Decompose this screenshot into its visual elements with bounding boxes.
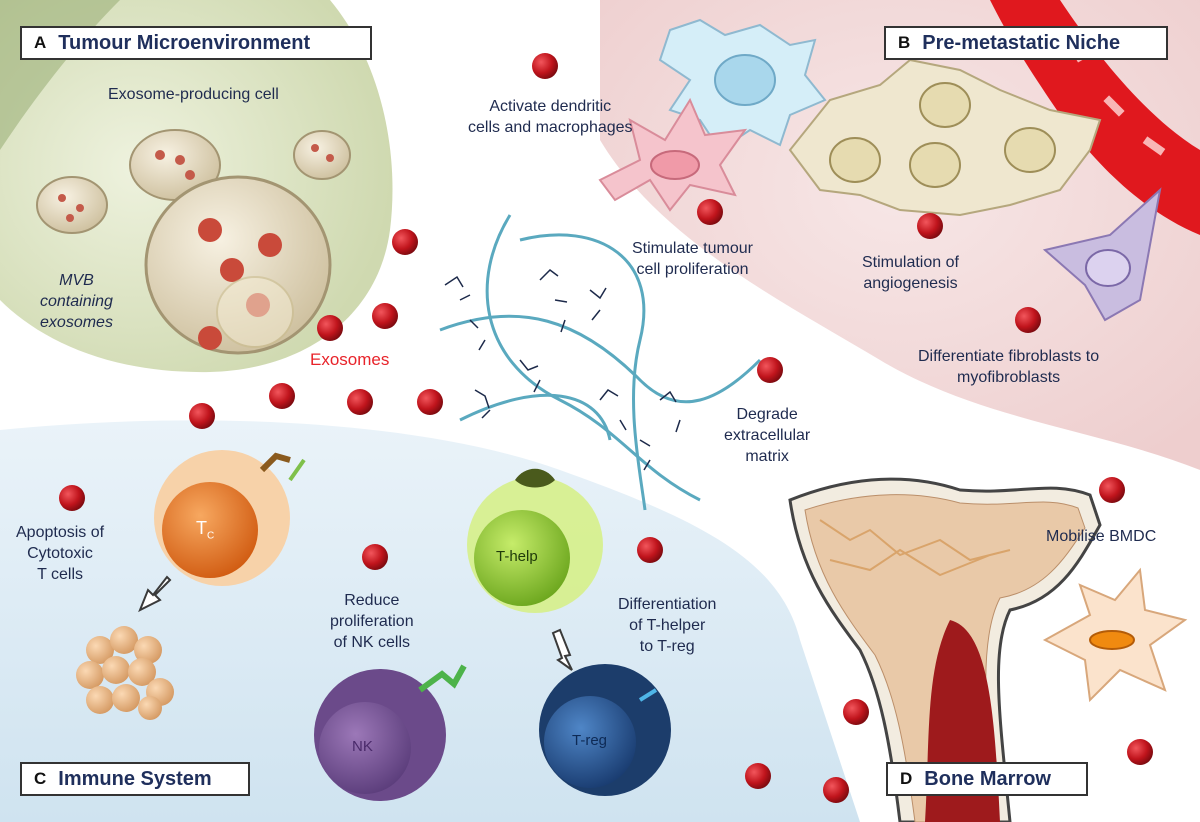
exosome-particle [317, 315, 343, 341]
panel-a-title: Tumour Microenvironment [58, 31, 311, 54]
reduce-nk-line-1: Reduce [344, 592, 400, 609]
exosome-particle [823, 777, 849, 803]
degrade-ecm-line-2: extracellular [724, 427, 811, 444]
cytotoxic-t-cell [154, 450, 306, 586]
mvb-label-line-1: MVB [59, 272, 94, 289]
reduce-nk-line-3: of NK cells [333, 634, 411, 651]
panel-b-label: B Pre-metastatic Niche [884, 26, 1168, 60]
exosome-particle [637, 537, 663, 563]
mvb-label-line-2: containing [40, 293, 113, 310]
tc-cell-label: TC [196, 518, 214, 542]
t-reg-cell [539, 664, 671, 796]
exosome-producing-cell [36, 129, 351, 355]
panel-d-title: Bone Marrow [924, 767, 1051, 790]
exosome-particle [347, 389, 373, 415]
stimulate-tumour-label: Stimulate tumour cell proliferation [632, 238, 753, 280]
tumour-cells [788, 58, 1102, 217]
fibroblasts-line-2: myofibroblasts [956, 369, 1061, 386]
nk-cell-label: NK [352, 738, 373, 755]
nk-cell [314, 664, 467, 801]
exosome-particle [917, 213, 943, 239]
exosome-particle [189, 403, 215, 429]
panel-a-label: A Tumour Microenvironment [20, 26, 372, 60]
panel-b-title: Pre-metastatic Niche [922, 31, 1121, 54]
panel-a-letter: A [34, 33, 47, 52]
exosome-particle [392, 229, 418, 255]
differentiation-line-2: of T-helper [629, 617, 706, 634]
degrade-ecm-label: Degrade extracellular matrix [724, 404, 810, 467]
angiogenesis-line-1: Stimulation of [862, 254, 959, 271]
stimulate-tumour-line-2: cell proliferation [636, 261, 749, 278]
exosome-particle [362, 544, 388, 570]
exosome-particle [1015, 307, 1041, 333]
t-helper-cell [467, 468, 603, 613]
exosome-producing-cell-label: Exosome-producing cell [108, 86, 279, 103]
differentiation-line-3: to T-reg [639, 638, 695, 655]
treg-cell-label: T-reg [572, 732, 608, 749]
exosome-particle [372, 303, 398, 329]
apoptosis-line-1: Apoptosis of [16, 524, 105, 541]
panel-c-letter: C [34, 769, 47, 788]
exosome-particle [59, 485, 85, 511]
fibroblast [1042, 187, 1162, 322]
bmdc-cell [1042, 567, 1188, 703]
mvb-label-line-3: exosomes [40, 314, 113, 331]
angiogenesis-label: Stimulation of angiogenesis [862, 252, 959, 294]
apoptosis-line-2: Cytotoxic [27, 545, 93, 562]
exosomes-label: Exosomes [310, 350, 390, 369]
exosome-particle [1127, 739, 1153, 765]
exosome-particle [532, 53, 558, 79]
macrophage [598, 97, 748, 212]
exosome-particle [697, 199, 723, 225]
stimulate-tumour-line-1: Stimulate tumour [632, 240, 753, 257]
degrade-ecm-line-1: Degrade [736, 406, 798, 423]
fibroblasts-line-1: Differentiate fibroblasts to [918, 348, 1100, 365]
arrow-tc-apoptosis [138, 575, 172, 613]
mvb-label: MVB containing exosomes [40, 270, 113, 333]
exosome-particle [1099, 477, 1125, 503]
exosome-particle [757, 357, 783, 383]
tc-cell-sub: C [207, 530, 215, 542]
panel-c-title: Immune System [58, 767, 212, 790]
dendritic-cell [658, 18, 827, 152]
exosome-particle [745, 763, 771, 789]
panel-d-letter: D [900, 769, 913, 788]
fibroblasts-label: Differentiate fibroblasts to myofibrobla… [918, 346, 1099, 388]
exosome-particle [843, 699, 869, 725]
reduce-nk-line-2: proliferation [330, 613, 414, 630]
exosome-particle [269, 383, 295, 409]
apoptosis-label: Apoptosis of Cytotoxic T cells [16, 522, 104, 585]
thelp-cell-label: T-help [496, 548, 538, 565]
reduce-nk-label: Reduce proliferation of NK cells [330, 590, 414, 653]
matrix-branches [444, 269, 681, 471]
tc-cell-letter: T [196, 518, 207, 538]
panel-d-label: D Bone Marrow [886, 762, 1088, 796]
activate-dc-label: Activate dendritic cells and macrophages [468, 96, 633, 138]
activate-dc-line-1: Activate dendritic [489, 98, 612, 115]
differentiation-line-1: Differentiation [618, 596, 717, 613]
exosome-particle [417, 389, 443, 415]
differentiation-label: Differentiation of T-helper to T-reg [618, 594, 716, 657]
degrade-ecm-line-3: matrix [745, 448, 789, 465]
apoptotic-body [76, 626, 174, 720]
mobilise-label: Mobilise BMDC [1046, 528, 1157, 545]
activate-dc-line-2: cells and macrophages [468, 119, 633, 136]
apoptosis-line-3: T cells [37, 566, 83, 583]
angiogenesis-line-2: angiogenesis [863, 275, 958, 292]
arrow-thelp-treg [551, 628, 573, 671]
panel-b-letter: B [898, 33, 911, 52]
panel-c-label: C Immune System [20, 762, 250, 796]
